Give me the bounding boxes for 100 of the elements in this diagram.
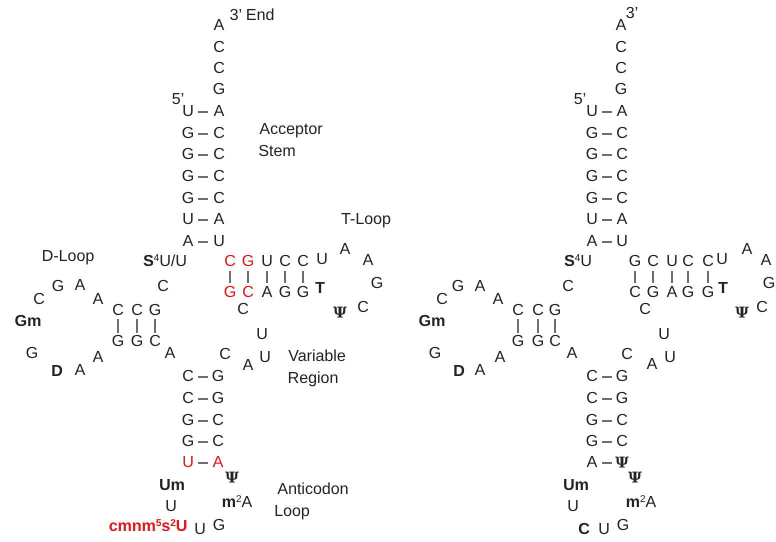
nucleotide-letter: C [213, 40, 225, 56]
nucleotide-letter: A [92, 292, 104, 308]
nucleotide-letter: A [616, 212, 628, 228]
nucleotide-letter: G [182, 191, 194, 207]
nucleotide-letter: C [213, 191, 225, 207]
nucleotide-letter: C [616, 413, 628, 429]
nucleotide-letter: C [131, 303, 143, 319]
nucleotide-letter: A [214, 18, 224, 34]
modified-nucleotide: Ψ [735, 306, 749, 320]
nucleotide-letter: G [212, 391, 224, 407]
nucleotide-letter: C [616, 126, 628, 142]
nucleotide-letter: G [112, 334, 124, 350]
nucleotide-letter: A [182, 234, 194, 250]
nucleotide-letter: U [182, 455, 194, 471]
nucleotide-letter: U [567, 499, 579, 515]
modified-nucleotide: m$^{2}$A [626, 495, 656, 511]
modified-nucleotide: S$^{4}$U/U [143, 254, 187, 270]
nucleotide-letter: U [658, 327, 670, 343]
nucleotide-letter: C [242, 285, 254, 301]
nucleotide-letter: G [586, 191, 598, 207]
region-label: D-Loop [42, 249, 94, 265]
nucleotide-letter: C [702, 254, 714, 270]
nucleotide-letter: C [182, 391, 194, 407]
modified-nucleotide: T [315, 281, 325, 297]
nucleotide-letter: U [182, 212, 194, 228]
nucleotide-letter: A [492, 292, 504, 308]
modified-nucleotide: Gm [14, 314, 42, 330]
nucleotide-letter: G [370, 276, 384, 292]
nucleotide-letter: A [742, 242, 752, 258]
nucleotide-letter: A [616, 104, 628, 120]
nucleotide-letter: U [586, 212, 598, 228]
nucleotide-letter: C [149, 334, 161, 350]
nucleotide-letter: C [212, 434, 224, 450]
nucleotide-letter: G [182, 126, 194, 142]
nucleotide-letter: C [213, 126, 225, 142]
nucleotide-letter: U [586, 104, 598, 120]
nucleotide-letter: C [621, 347, 633, 363]
nucleotide-letter: G [616, 391, 628, 407]
nucleotide-letter: C [212, 413, 224, 429]
nucleotide-letter: C [629, 285, 641, 301]
nucleotide-letter: G [586, 147, 598, 163]
end-label: 5’ [172, 92, 184, 108]
nucleotide-letter: A [362, 253, 374, 269]
nucleotide-letter: G [130, 334, 144, 350]
nucleotide-letter: C [436, 292, 448, 308]
nucleotide-letter: G [26, 346, 38, 362]
nucleotide-letter: A [164, 346, 176, 362]
nucleotide-letter: C [616, 169, 628, 185]
nucleotide-letter: G [548, 303, 562, 319]
modified-nucleotide: T [718, 281, 728, 297]
nucleotide-letter: C [297, 254, 309, 270]
nucleotide-letter: G [586, 413, 598, 429]
modified-nucleotide: cmnm$^{5}$s$^{2}$U [108, 519, 188, 535]
nucleotide-letter: U [616, 234, 628, 250]
nucleotide-letter: G [428, 346, 442, 362]
nucleotide-letter: C [562, 279, 574, 295]
region-label: Region [288, 371, 338, 387]
nucleotide-letter: U [259, 350, 271, 366]
region-label: Acceptor [259, 122, 323, 138]
nucleotide-letter: G [532, 334, 544, 350]
region-label: Anticodon [277, 482, 349, 498]
nucleotide-letter: A [566, 346, 578, 362]
nucleotide-letter: A [214, 104, 224, 120]
nucleotide-letter: C [586, 391, 598, 407]
modified-nucleotide: Um [563, 478, 589, 494]
nucleotide-letter: U [664, 350, 676, 366]
nucleotide-letter: G [586, 434, 598, 450]
region-label: 3’ End [230, 8, 274, 24]
nucleotide-letter: G [182, 413, 194, 429]
nucleotide-letter: C [615, 40, 627, 56]
modified-nucleotide: D [51, 364, 63, 380]
nucleotide-letter: U [213, 234, 225, 250]
nucleotide-letter: A [262, 285, 272, 301]
nucleotide-letter: A [666, 285, 678, 301]
nucleotide-letter: A [586, 234, 598, 250]
nucleotide-letter: G [586, 126, 598, 142]
nucleotide-letter: G [52, 279, 64, 295]
modified-nucleotide: Gm [418, 314, 446, 330]
nucleotide-letter: C [213, 147, 225, 163]
nucleotide-letter: C [279, 254, 291, 270]
nucleotide-letter: A [616, 18, 626, 34]
modified-nucleotide: S$^{4}$U [564, 254, 592, 270]
nucleotide-letter: A [340, 242, 350, 258]
nucleotide-letter: C [639, 302, 651, 318]
modified-nucleotide: C [578, 522, 590, 538]
nucleotide-letter: G [212, 82, 226, 98]
nucleotide-letter: U [716, 252, 728, 268]
region-label: Stem [258, 144, 296, 160]
nucleotide-letter: C [647, 254, 659, 270]
nucleotide-letter: C [756, 300, 768, 316]
nucleotide-letter: A [474, 363, 486, 379]
nucleotide-letter: C [219, 347, 231, 363]
nucleotide-letter: U [165, 499, 177, 515]
nucleotide-letter: C [549, 334, 561, 350]
modified-nucleotide: Um [159, 478, 185, 494]
nucleotide-letter: U [256, 327, 268, 343]
nucleotide-letter: U [261, 254, 273, 270]
nucleotide-letter: G [212, 518, 226, 534]
nucleotide-letter: C [224, 254, 236, 270]
nucleotide-letter: A [494, 350, 506, 366]
